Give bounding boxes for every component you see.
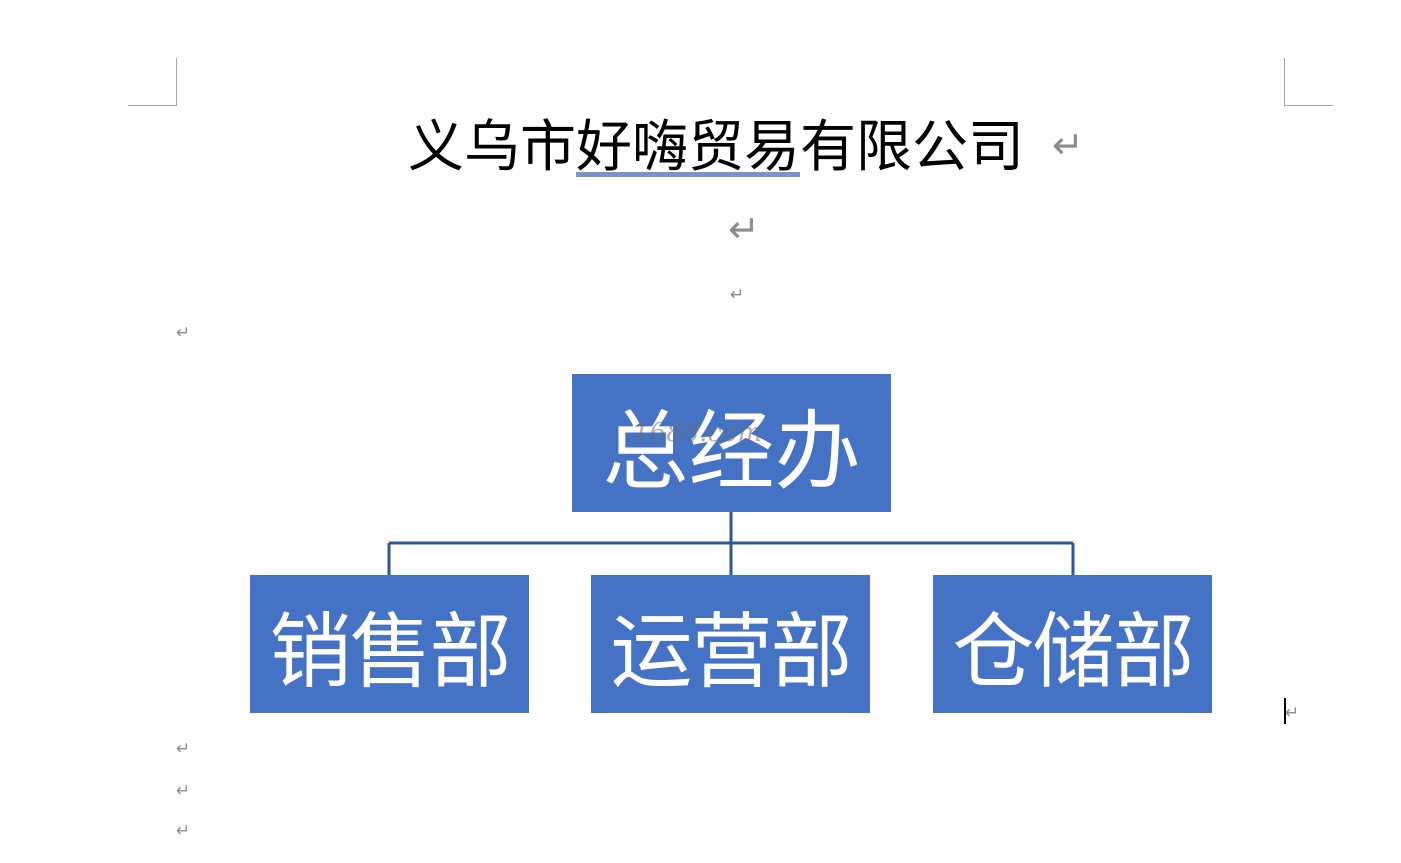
org-node-label: 仓储部	[952, 604, 1194, 700]
paragraph-mark-icon: ↵	[176, 781, 191, 801]
paragraph-mark-icon: ↵	[176, 821, 191, 841]
paragraph-mark-icon: ↵	[1285, 703, 1300, 723]
paragraph-mark-icon: ↵	[176, 323, 191, 343]
paragraph-mark-icon: ↵	[728, 207, 760, 251]
page-corner-top-right	[1284, 58, 1333, 106]
title-prefix: 义乌市	[408, 115, 576, 180]
org-node-label: 运营部	[610, 604, 852, 700]
paragraph-mark-icon: ↵	[730, 285, 745, 305]
paragraph-mark-icon: ↵	[1052, 123, 1084, 167]
document-title[interactable]: 义乌市好嗨贸易有限公司	[408, 112, 1024, 184]
title-suffix: 有限公司	[800, 115, 1024, 180]
org-node-sales[interactable]: 销售部	[250, 575, 529, 713]
paragraph-mark-icon: ↵	[176, 739, 191, 759]
org-node-general-office[interactable]: 总经办	[572, 374, 891, 512]
text-cursor	[1284, 698, 1286, 724]
org-node-label: 总经办	[602, 401, 861, 502]
title-underlined-part: 好嗨贸易	[576, 115, 800, 180]
page-corner-top-left	[128, 58, 177, 106]
org-node-operations[interactable]: 运营部	[591, 575, 870, 713]
org-node-label: 销售部	[269, 604, 511, 700]
watermark: 1688.com	[633, 418, 763, 448]
org-node-warehouse[interactable]: 仓储部	[933, 575, 1212, 713]
